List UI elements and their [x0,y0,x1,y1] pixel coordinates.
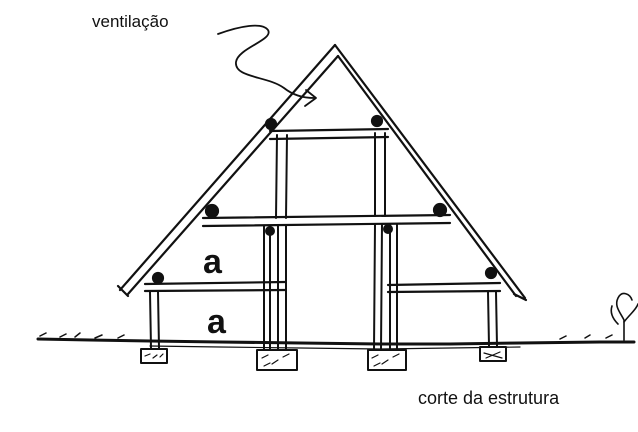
ground-line [36,332,636,350]
central-posts [263,132,398,351]
plant-icon [610,292,638,341]
area-label-upper: a [203,243,222,281]
lower-floor-beams [143,266,502,294]
footings [140,346,507,371]
area-label-lower: a [207,303,226,341]
middle-beam [201,202,452,228]
roof-a-frame [116,43,528,302]
outer-posts [149,291,498,349]
ventilation-label: ventilação [92,12,169,31]
top-beam [264,114,390,141]
curved-arrow-icon [217,24,317,107]
caption: corte da estrutura [418,388,560,408]
